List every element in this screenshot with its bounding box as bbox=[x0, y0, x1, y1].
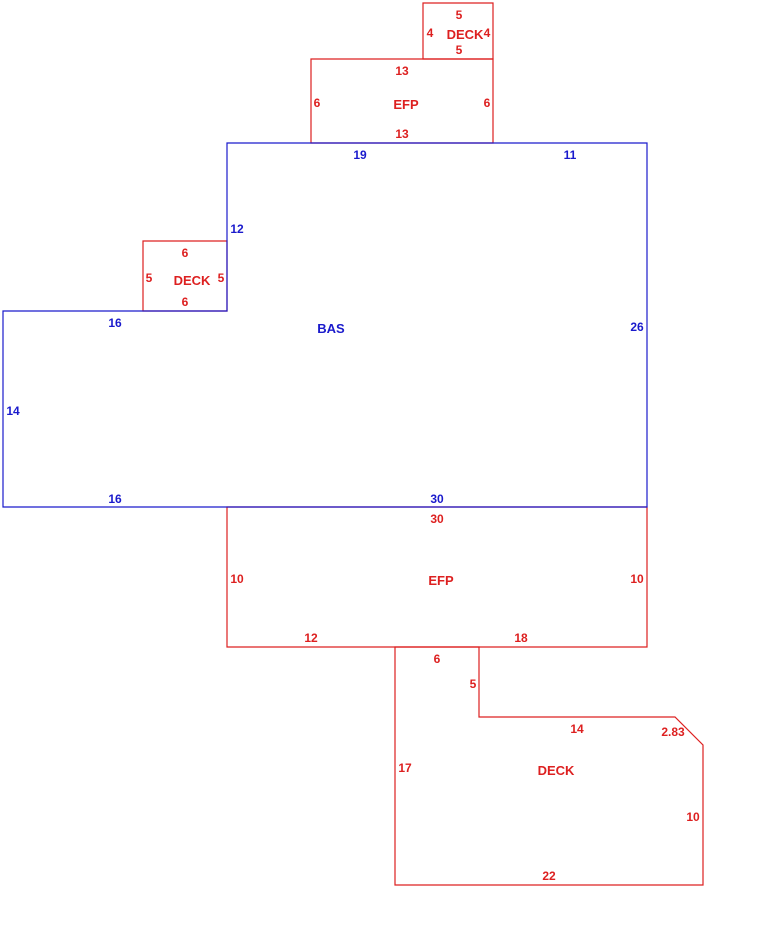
side-deck-dim-bottom: 6 bbox=[182, 295, 189, 309]
bottom-efp-dim-left: 10 bbox=[230, 572, 244, 586]
bottom-deck-dim-left: 17 bbox=[398, 761, 412, 775]
bottom-deck-label: DECK bbox=[538, 763, 575, 778]
bas-dim-left: 14 bbox=[6, 404, 20, 418]
bas-dim-top-right: 11 bbox=[564, 148, 577, 162]
bas-label: BAS bbox=[317, 321, 345, 336]
top-efp-dim-top: 13 bbox=[395, 64, 409, 78]
side-deck-dim-left: 5 bbox=[146, 271, 153, 285]
bottom-efp-area: EFP 30 10 10 12 18 bbox=[226, 506, 648, 648]
bottom-deck-dim-right: 10 bbox=[686, 810, 700, 824]
bas-area: BAS 19 11 12 16 14 26 16 30 bbox=[2, 142, 648, 508]
top-efp-area: EFP 13 13 6 6 bbox=[310, 58, 494, 144]
bottom-deck-dim-notch: 5 bbox=[470, 677, 477, 691]
bottom-efp-label: EFP bbox=[428, 573, 454, 588]
bas-dim-step-vertical: 12 bbox=[230, 222, 244, 236]
bottom-efp-dim-top: 30 bbox=[430, 512, 444, 526]
top-efp-dim-right: 6 bbox=[484, 96, 491, 110]
bas-dim-top-left: 19 bbox=[353, 148, 367, 162]
top-deck-dim-top: 5 bbox=[456, 8, 463, 22]
top-deck-area: DECK 5 5 4 4 bbox=[422, 2, 494, 60]
bottom-efp-dim-right: 10 bbox=[630, 572, 644, 586]
bottom-efp-dim-bottom-right: 18 bbox=[514, 631, 528, 645]
bottom-deck-dim-ledge: 14 bbox=[570, 722, 584, 736]
bas-outline bbox=[2, 142, 648, 508]
bottom-deck-dim-top: 6 bbox=[434, 652, 441, 666]
top-deck-label: DECK bbox=[447, 27, 484, 42]
top-deck-dim-right: 4 bbox=[484, 26, 491, 40]
top-efp-label: EFP bbox=[393, 97, 419, 112]
bas-dim-left-top: 16 bbox=[108, 316, 122, 330]
bottom-efp-dim-bottom-left: 12 bbox=[304, 631, 318, 645]
bottom-deck-dim-diagonal: 2.83 bbox=[661, 725, 685, 739]
side-deck-dim-right: 5 bbox=[218, 271, 225, 285]
side-deck-dim-top: 6 bbox=[182, 246, 189, 260]
side-deck-label: DECK bbox=[174, 273, 211, 288]
side-deck-area: DECK 6 6 5 5 bbox=[142, 240, 228, 312]
bas-dim-right: 26 bbox=[630, 320, 644, 334]
bottom-deck-outline bbox=[394, 646, 704, 886]
bas-dim-bottom-right: 30 bbox=[430, 492, 444, 506]
top-efp-dim-bottom: 13 bbox=[395, 127, 409, 141]
bottom-deck-dim-bottom: 22 bbox=[542, 869, 556, 883]
top-deck-dim-left: 4 bbox=[427, 26, 434, 40]
top-deck-dim-bottom: 5 bbox=[456, 43, 463, 57]
bottom-deck-area: DECK 6 5 14 2.83 17 10 22 bbox=[394, 646, 704, 886]
bas-dim-bottom-left: 16 bbox=[108, 492, 122, 506]
top-efp-dim-left: 6 bbox=[314, 96, 321, 110]
